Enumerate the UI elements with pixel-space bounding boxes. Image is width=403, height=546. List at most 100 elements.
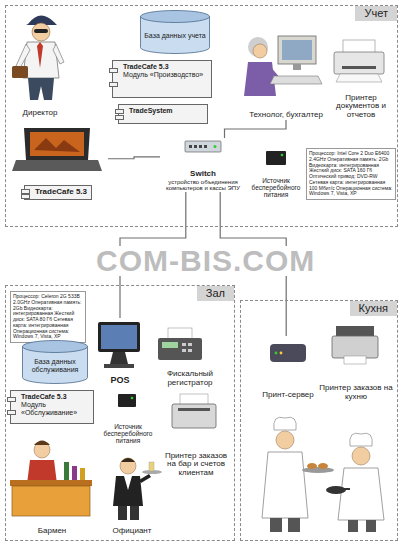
director-figure xyxy=(12,15,64,100)
device-label-box: Источник бесперебойного питания xyxy=(100,392,156,444)
switch-icon xyxy=(214,145,217,148)
switch-icon xyxy=(185,141,221,152)
device-label-box: TradeCafe 5.3 xyxy=(8,125,108,200)
print-server-icon xyxy=(270,344,306,362)
kitchen-printer-icon xyxy=(336,326,374,336)
print-server-icon xyxy=(280,352,283,355)
bartender-figure xyxy=(80,468,85,480)
network-cable xyxy=(225,120,287,138)
component-label: TradeCafe 5.3 xyxy=(21,393,90,401)
fiscal-register-icon xyxy=(188,343,192,346)
device-caption: Директор xyxy=(23,109,58,118)
cook-figure xyxy=(366,520,376,532)
cook-figure xyxy=(262,452,308,518)
director-figure xyxy=(34,29,48,33)
switch-icon xyxy=(204,145,207,148)
laptop-icon xyxy=(30,132,84,156)
device-caption: устройство объединения компьютеров и кас… xyxy=(160,179,246,192)
device-label-box: Фискальный регистратор xyxy=(150,318,230,388)
laptop-icon xyxy=(34,138,80,152)
device-label-box: Директор xyxy=(8,8,72,118)
waiter-figure xyxy=(113,458,162,520)
waiter-figure xyxy=(118,506,127,520)
switch-icon xyxy=(185,141,221,152)
component-label: Модуль «Обслуживание» xyxy=(21,401,90,417)
database-cylinder: База данных обслуживания xyxy=(22,340,88,384)
component-box: TradeCafe 5.3Модуль «Производство» xyxy=(112,60,212,98)
fiscal-register-icon xyxy=(162,342,178,348)
computer-icon xyxy=(270,36,322,84)
component-label: TradeCafe 5.3 xyxy=(123,63,208,71)
waiter-figure xyxy=(121,458,135,462)
watermark: COM-BIS.COM xyxy=(92,246,319,276)
accountant-figure xyxy=(248,37,268,57)
kitchen-printer-icon xyxy=(344,356,366,364)
database-label: База данных обслуживания xyxy=(26,358,84,373)
bar-printer-icon xyxy=(172,404,216,428)
cook-figure xyxy=(288,518,300,532)
device-caption: Официант xyxy=(113,527,152,536)
ups-icon xyxy=(266,151,286,165)
bartender-figure xyxy=(12,486,90,516)
document-printer-icon xyxy=(336,74,382,82)
bartender-figure xyxy=(10,480,92,486)
laptop-icon xyxy=(24,128,90,160)
computer-icon xyxy=(270,76,322,84)
waiter-figure xyxy=(124,476,132,490)
bartender-figure xyxy=(72,466,77,480)
bar-printer-icon xyxy=(172,394,216,428)
cylinder-top xyxy=(23,341,88,353)
cook-figure xyxy=(270,518,282,532)
bartender-figure xyxy=(10,441,92,517)
print-server-icon xyxy=(270,344,306,362)
ups-icon xyxy=(131,397,134,400)
director-figure xyxy=(53,44,64,64)
ups-icon xyxy=(266,151,286,165)
device-caption: Принтер документов и отчетов xyxy=(326,94,396,120)
component-box: TradeCafe 5.3Модуль «Обслуживание» xyxy=(10,390,94,424)
device-caption: Бармен xyxy=(38,527,67,536)
spec-note: Процессор: Intel Core 2 Duo E6400 2.4GHz… xyxy=(306,148,396,200)
laptop-icon xyxy=(12,160,102,171)
cylinder-top xyxy=(141,11,210,23)
spec-note-text: Процессор: Intel Core 2 Duo E6400 2.4GHz… xyxy=(309,151,393,197)
cook-figure xyxy=(326,433,384,532)
fiscal-register-icon xyxy=(158,328,202,360)
device-caption: Источник бесперебойного питания xyxy=(100,423,156,444)
device-caption: TradeCafe 5.3 xyxy=(24,185,92,200)
bartender-figure xyxy=(34,441,50,446)
waiter-figure xyxy=(139,474,151,483)
kitchen-printer-icon xyxy=(332,326,378,364)
print-server-icon xyxy=(275,352,278,355)
device-label-box: Switchустройство объединения компьютеров… xyxy=(160,138,246,192)
component-label: TradeSystem xyxy=(129,107,204,115)
pos-terminal-icon xyxy=(101,325,137,349)
region-panel: КухняПринт-серверПринтер заказов на кухн… xyxy=(240,300,398,541)
cook-figure xyxy=(318,463,328,469)
device-caption: POS xyxy=(110,376,129,386)
spec-note: Процессор: Celeron 2G 533B 2.0GHz Операт… xyxy=(10,291,86,343)
ups-icon xyxy=(118,394,136,407)
fiscal-register-icon xyxy=(182,349,186,352)
waiter-figure xyxy=(120,458,136,474)
cook-figure xyxy=(340,488,350,490)
fiscal-register-icon xyxy=(158,338,202,360)
director-figure xyxy=(32,23,50,41)
device-label-box: Принтер документов и отчетов xyxy=(326,36,396,120)
pos-terminal-icon xyxy=(98,322,140,352)
device-label-box: Технолог, бухгалтер xyxy=(245,28,327,120)
component-label: Модуль «Производство» xyxy=(123,71,208,79)
accountant-figure xyxy=(253,44,267,58)
device-caption: Принтер заказов на бар и счетов клиентам xyxy=(160,452,232,478)
waiter-figure xyxy=(149,462,154,471)
computer-icon xyxy=(282,40,312,60)
region-panel: ЗалПроцессор: Celeron 2G 533B 2.0GHz Опе… xyxy=(5,285,235,541)
device-label-box: Принтер заказов на кухню xyxy=(318,322,394,402)
cook-figure xyxy=(302,467,334,473)
director-figure xyxy=(37,42,43,68)
switch-icon xyxy=(199,145,202,148)
cook-figure xyxy=(262,417,334,532)
database-label: База данных учета xyxy=(144,32,205,40)
cook-figure xyxy=(352,447,370,465)
cook-figure xyxy=(276,431,294,449)
